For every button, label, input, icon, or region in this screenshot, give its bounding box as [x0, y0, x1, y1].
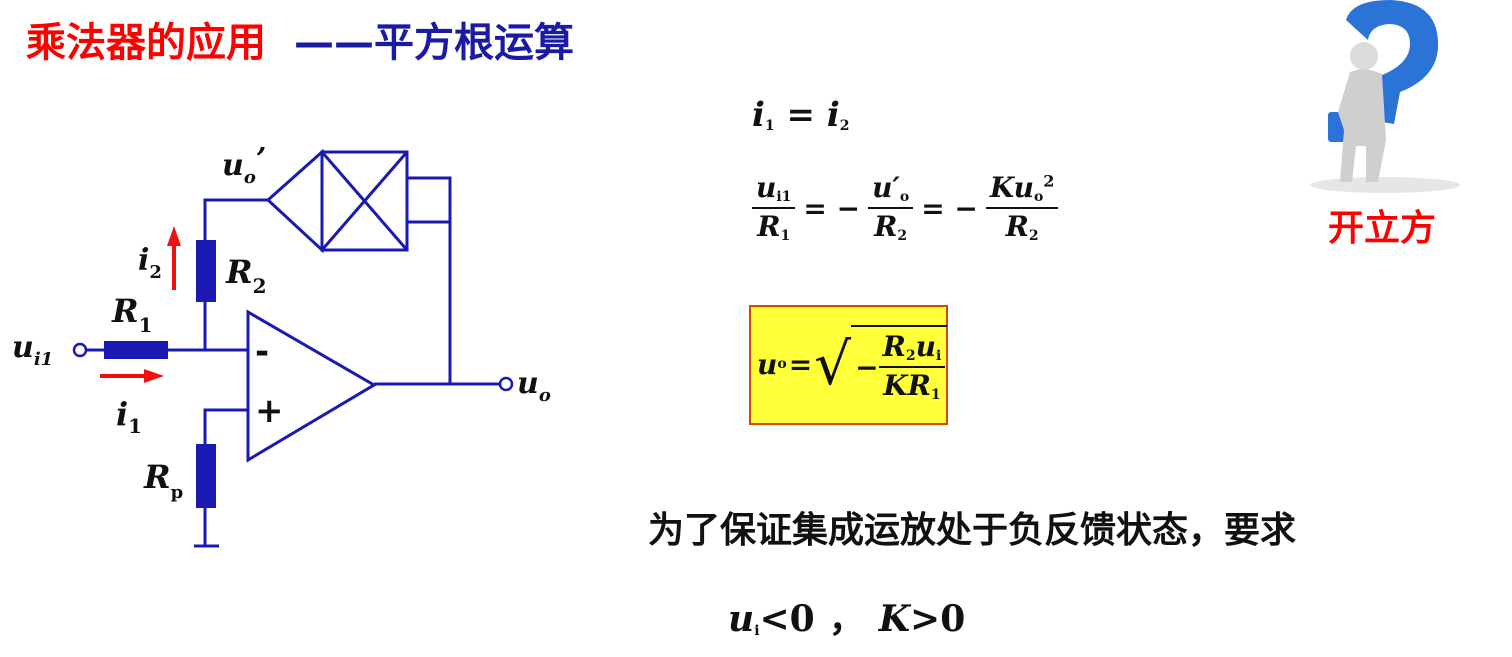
circuit-diagram: uo’ i2 R2 R1 ui1 - + i1 uo Rp — [12, 142, 551, 548]
label-uo: uo — [517, 366, 551, 406]
title-blue: ——平方根运算 — [294, 20, 574, 66]
equation-current-equal: i1 = i2 — [752, 95, 850, 135]
fraction-uo-R2: u′o R2 — [868, 171, 914, 244]
resistor-Rp — [196, 444, 216, 508]
label-ui1: ui1 — [12, 330, 53, 370]
resistor-R2 — [196, 240, 216, 302]
label-plus: + — [255, 391, 284, 431]
label-R1: R1 — [111, 292, 153, 337]
current-arrow-i2 — [167, 226, 181, 290]
cube-root-label: 开立方 — [1328, 208, 1437, 249]
label-minus: - — [255, 332, 269, 372]
question-mark-figure-icon — [1310, 0, 1460, 193]
current-arrow-i1 — [100, 369, 164, 383]
label-Rp: Rp — [143, 458, 183, 503]
label-R2: R2 — [225, 253, 267, 298]
label-i1: i1 — [116, 395, 142, 438]
input-terminal — [72, 342, 88, 358]
requirement-text: 为了保证集成运放处于负反馈状态，要求 — [648, 510, 1297, 551]
multiplier-box — [320, 150, 409, 252]
fraction-Kuo2-R2: Kuo2 R2 — [985, 171, 1059, 244]
multiplier-input-wedge — [266, 148, 324, 254]
label-uo-prime: uo’ — [222, 142, 266, 188]
op-amp-triangle — [246, 309, 377, 463]
label-i2: i2 — [138, 243, 162, 283]
resistor-R1 — [104, 341, 168, 359]
page-title: 乘法器的应用 ——平方根运算 — [26, 10, 574, 68]
radical-sign: √ − R2ui KR1 — [814, 325, 948, 403]
equation-ratio: ui1 R1 = − u′o R2 = − Kuo2 R2 — [752, 171, 1059, 244]
condition-text: ui<0，K>0 — [728, 598, 966, 640]
fraction-ui1-R1: ui1 R1 — [752, 171, 796, 244]
title-red: 乘法器的应用 — [26, 20, 266, 66]
output-terminal — [498, 376, 514, 392]
